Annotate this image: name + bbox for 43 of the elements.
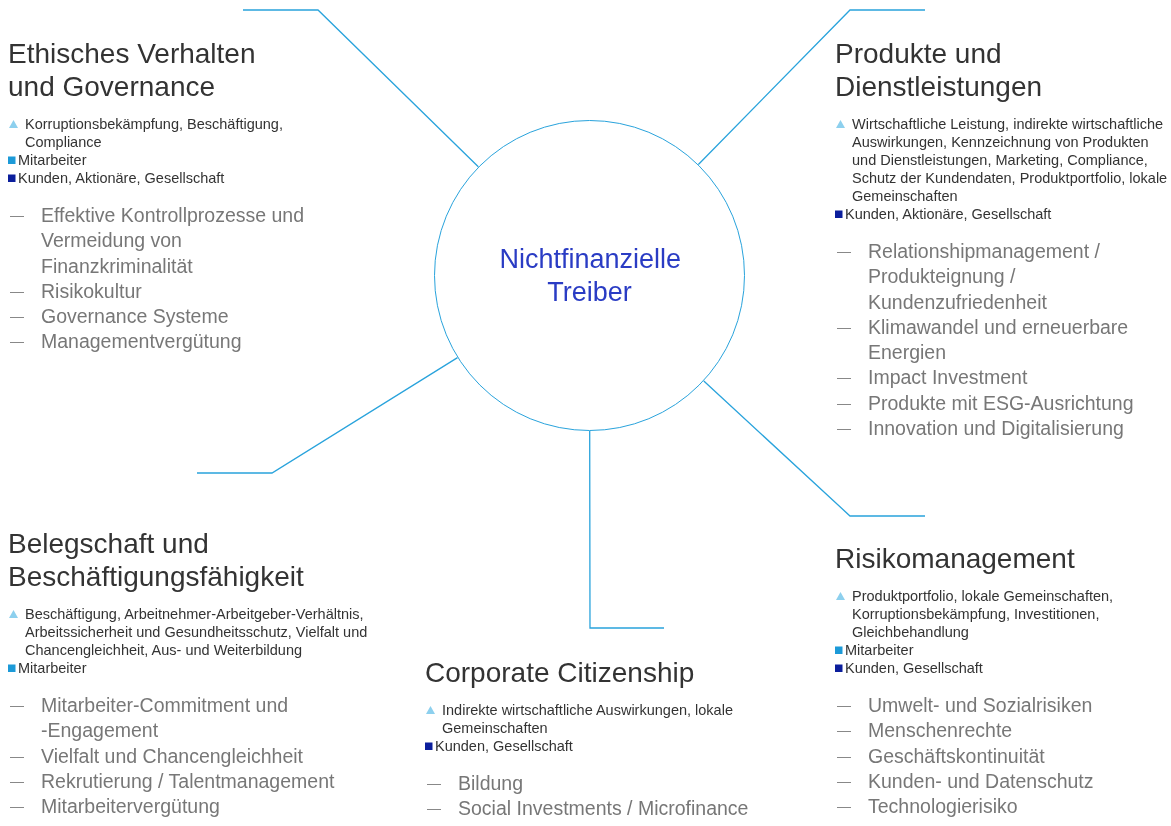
section-heading: Corporate Citizenship — [425, 656, 696, 689]
focus-topic-text: Menschenrechte — [868, 718, 1013, 744]
connector-line — [242, 9, 479, 168]
focus-topic-text: Technologierisiko — [868, 794, 1018, 820]
stakeholder-text: Kunden, Gesellschaft — [435, 737, 573, 755]
focus-topic-text: Relationshipmanagement / Produkteignung / Kundenzufriedenheit — [868, 239, 1101, 315]
stakeholder-text: Kunden, Aktionäre, Gesellschaft — [18, 169, 225, 187]
section-heading: Risikomanagement — [835, 542, 1076, 575]
focus-topic-text: Effektive Kontrollprozesse und Vermeidung von Finanzkriminalität — [41, 203, 306, 279]
stakeholder-text: Mitarbeiter — [18, 659, 87, 677]
focus-topic-text: Kunden- und Datenschutz — [868, 768, 1094, 794]
section-heading: Belegschaft und Beschäftigungsfähigkeit — [8, 527, 305, 593]
connector-line — [589, 430, 665, 629]
stakeholder-text: Kunden, Gesellschaft — [845, 659, 983, 677]
focus-topic-text: Bildung — [458, 771, 524, 796]
gri-topics-text: Indirekte wirtschaftliche Auswirkungen, lokale Gemeinschaften — [442, 701, 734, 737]
focus-topic-text: Innovation und Digitalisierung — [868, 416, 1124, 442]
connector-line — [703, 380, 926, 517]
connector-line — [697, 9, 926, 166]
focus-topic-text: Klimawandel und erneuerbare Energien — [868, 314, 1130, 366]
stakeholder-text: Kunden, Aktionäre, Gesellschaft — [845, 205, 1052, 223]
focus-topic-text: Mitarbeitervergütung — [41, 794, 220, 820]
focus-topic-text: Vielfalt und Chancengleichheit — [41, 743, 303, 769]
gri-topics-text: Korruptionsbekämpfung, Beschäftigung, Compliance — [25, 115, 284, 151]
stakeholder-text: Mitarbeiter — [18, 151, 87, 169]
focus-topic-text: Mitarbeiter-Commitment und -Engagement — [41, 693, 290, 744]
focus-topic-text: Produkte mit ESG-Ausrichtung — [868, 390, 1134, 416]
section-heading: Ethisches Verhalten und Governance — [8, 37, 257, 103]
hub-title: Nichtfinanzielle Treiber — [499, 242, 680, 309]
gri-topics-text: Produktportfolio, lokale Gemeinschaften, Korruptionsbekämpfung, Investitionen, Gleichbehandlung — [852, 587, 1115, 641]
focus-topic-text: Governance Systeme — [41, 304, 229, 330]
focus-topic-text: Umwelt- und Sozialrisiken — [868, 693, 1093, 718]
focus-topic-text: Geschäftskontinuität — [868, 743, 1045, 769]
focus-topic-text: Impact Investment — [868, 365, 1028, 391]
focus-topic-text: Rekrutierung / Talentmanagement — [41, 768, 335, 794]
section-heading: Produkte und Dienstleistungen — [835, 37, 1044, 103]
connector-line — [196, 356, 459, 474]
focus-topic-text: Managementvergütung — [41, 329, 242, 355]
focus-topic-text: Risikokultur — [41, 278, 142, 304]
gri-topics-text: Beschäftigung, Arbeitnehmer-Arbeitgeber-Verhältnis, Arbeitssicherheit und Gesundheitsschutz, Vielfalt und Chancengleichheit, Aus- und Weiterbildung — [25, 605, 369, 659]
gri-topics-text: Wirtschaftliche Leistung, indirekte wirtschaftliche Auswirkungen, Kennzeichnung von Produkten und Dienstleistungen, Marketing, Compliance, Schutz der Kundendaten, Produktportfolio, lokale Gemeinschaften — [852, 115, 1169, 205]
stakeholder-text: Mitarbeiter — [845, 641, 914, 659]
focus-topic-text: Social Investments / Microfinance — [458, 796, 749, 822]
